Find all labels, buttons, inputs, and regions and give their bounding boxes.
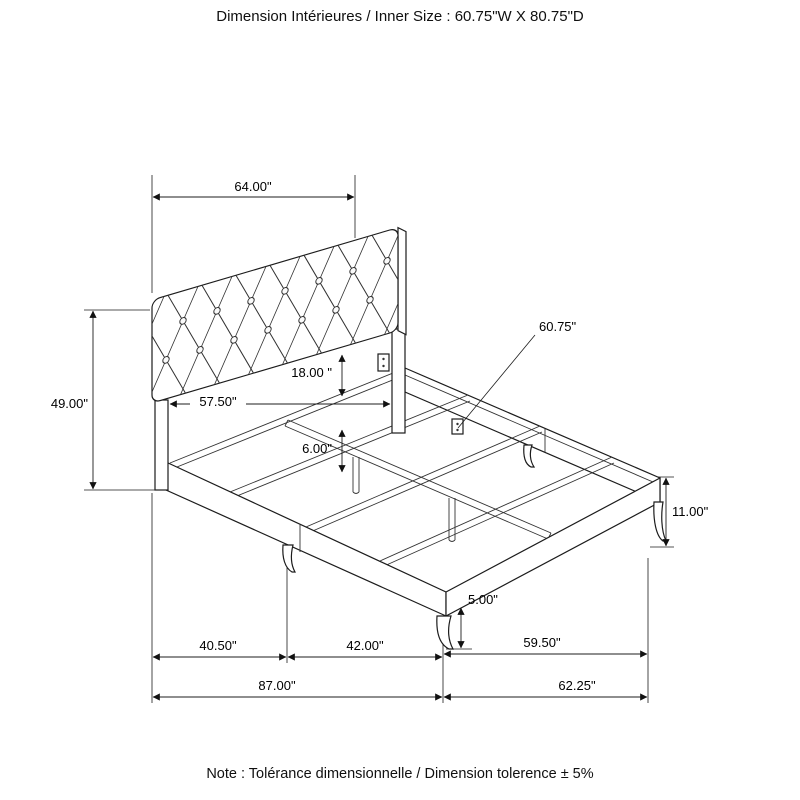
tolerance-note: Note : Tolérance dimensionnelle / Dimens…	[206, 766, 594, 782]
dimension-6: 6.00"	[302, 429, 346, 473]
dim-label-foot-leg-height: 5.00"	[468, 592, 498, 607]
dimension-57-5: 57.50"	[169, 394, 391, 409]
dimension-49: 49.00"	[51, 310, 97, 490]
far-side-rail	[404, 367, 661, 503]
dim-label-foot-section: 59.50"	[523, 635, 561, 650]
dim-label-overall-length: 87.00"	[258, 678, 296, 693]
dim-label-foot-overall: 62.25"	[558, 678, 596, 693]
dimension-18: 18.00 "	[291, 354, 346, 397]
mid-leg-near	[282, 544, 297, 573]
dimension-59-5: 59.50"	[443, 635, 648, 658]
extension-lines	[84, 175, 674, 703]
dim-label-inner-width: 60.75"	[539, 319, 577, 334]
head-cross-rail	[169, 368, 406, 470]
dimension-64: 64.00"	[152, 179, 355, 201]
headboard-leg-left	[154, 399, 169, 491]
dim-label-headboard-width: 64.00"	[234, 179, 272, 194]
headboard-side-panel	[397, 226, 407, 336]
headboard	[151, 226, 407, 491]
dimension-5: 5.00"	[457, 592, 498, 649]
dim-label-head-to-midleg: 40.50"	[199, 638, 237, 653]
mounting-brackets	[377, 353, 464, 435]
dim-label-foot-frame-height: 11.00"	[672, 504, 709, 519]
dimension-11: 11.00"	[662, 477, 709, 547]
dim-label-midleg-to-foot: 42.00"	[346, 638, 384, 653]
inner-size-note: Dimension Intérieures / Inner Size : 60.…	[216, 8, 584, 25]
headboard-leg-right	[391, 328, 406, 434]
headboard-tufting	[152, 227, 398, 403]
dim-label-between-legs: 57.50"	[199, 394, 237, 409]
headboard-front	[151, 228, 399, 402]
bed-frame	[165, 367, 667, 650]
foot-leg-near	[436, 615, 455, 650]
tufting-buttons	[162, 256, 391, 364]
dimension-60-75: 60.75"	[457, 319, 577, 429]
dimension-42: 42.00"	[287, 638, 443, 661]
dimension-62-25: 62.25"	[443, 678, 648, 701]
dimension-87: 87.00"	[152, 678, 443, 701]
mid-leg-far	[523, 444, 536, 468]
center-rail	[284, 419, 552, 540]
dimension-40-5: 40.50"	[152, 638, 287, 661]
dim-label-headboard-height: 49.00"	[51, 396, 89, 411]
center-support-legs	[352, 457, 456, 542]
foot-leg-far	[653, 501, 667, 542]
dim-label-center-leg-height: 6.00"	[302, 441, 332, 456]
dim-label-platform-height: 18.00 "	[291, 365, 332, 380]
